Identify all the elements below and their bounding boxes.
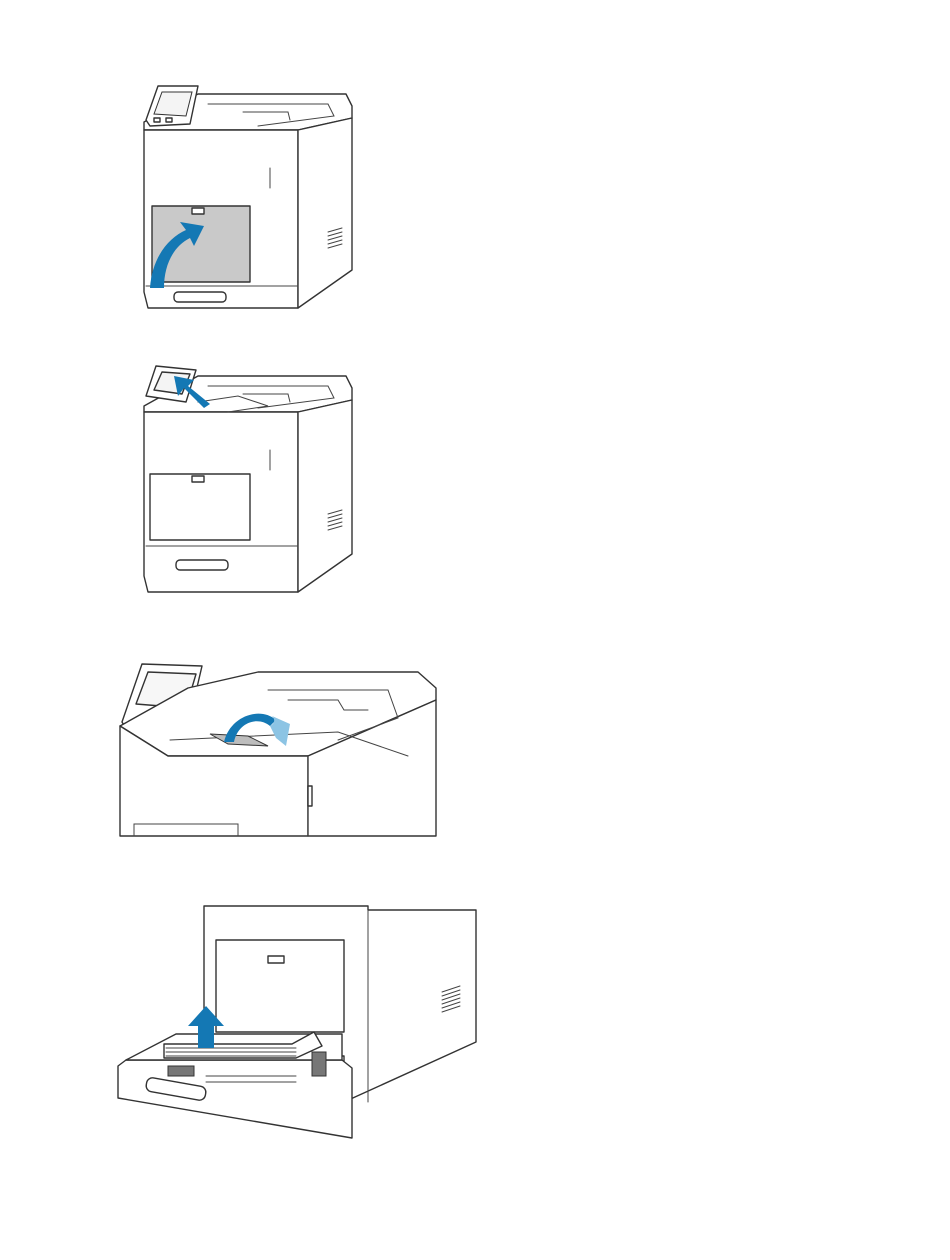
arrow-up-left-icon: [166, 374, 216, 414]
figure-step-2: [138, 362, 358, 598]
arrow-up-icon: [186, 1006, 226, 1050]
curved-arrow-up-icon: [144, 220, 204, 300]
paper-tray-illustration: [116, 906, 482, 1142]
figure-step-1: [138, 82, 358, 314]
figure-step-3: [118, 656, 448, 840]
figure-step-4: [116, 906, 482, 1142]
curved-arrow-over-icon: [216, 702, 296, 752]
